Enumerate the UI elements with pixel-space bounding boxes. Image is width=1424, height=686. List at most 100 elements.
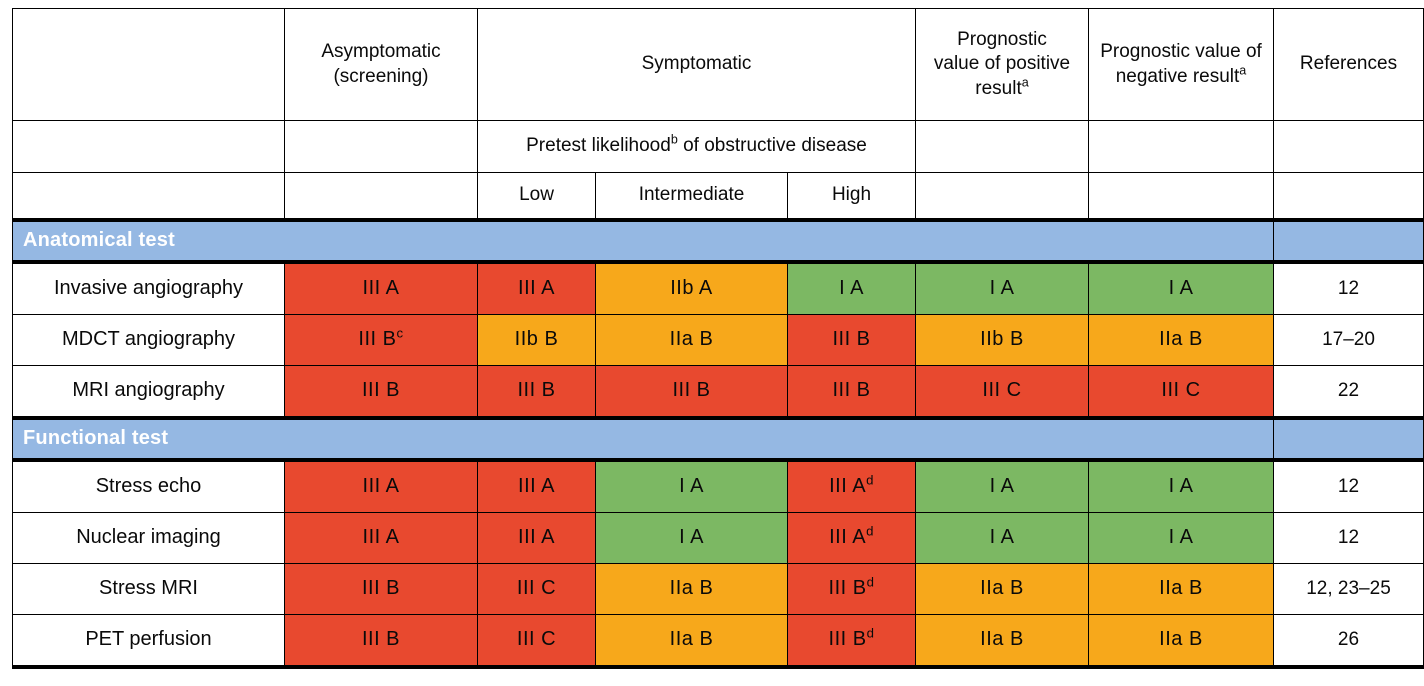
recommendation-grade-cell: III B	[787, 313, 916, 366]
header-levels-blank-negative	[1088, 172, 1274, 220]
header-row-primary: Asymptomatic (screening) Symptomatic Pro…	[12, 8, 1424, 121]
header-row-likelihood-levels: Low Intermediate High	[12, 172, 1424, 220]
grade-text: IIa B	[669, 628, 714, 650]
header-cell-prognostic-negative: Prognostic value of negative resulta	[1088, 8, 1274, 121]
recommendation-grade-cell: III Ad	[787, 459, 916, 513]
header-asymptomatic-line1: Asymptomatic	[321, 41, 441, 63]
grade-text: III A	[829, 526, 867, 548]
grade-text: IIa B	[669, 328, 714, 350]
grade-text: III A	[362, 475, 400, 497]
grade-text: IIa B	[669, 577, 714, 599]
header-pretest-blank-positive	[915, 120, 1089, 173]
recommendation-grade-cell: III C	[915, 364, 1089, 418]
section-header-row: Anatomical test	[12, 217, 1424, 264]
footnote-marker-b: b	[670, 133, 678, 148]
recommendation-grade-cell: III Ad	[787, 511, 916, 564]
section-references-spacer	[1273, 415, 1424, 462]
section-title: Functional test	[12, 415, 1274, 462]
recommendation-grade-cell: III A	[284, 261, 478, 315]
footnote-marker-d: d	[866, 574, 875, 590]
references-cell: 12	[1273, 261, 1424, 315]
footnote-marker-c: c	[396, 325, 404, 341]
references-cell: 12	[1273, 511, 1424, 564]
recommendation-grade-cell: III C	[1088, 364, 1274, 418]
grade-text: IIa B	[1159, 328, 1203, 350]
grade-text: III B	[358, 328, 397, 350]
recommendation-grade-cell: IIb B	[915, 313, 1089, 366]
test-name-cell: Stress MRI	[12, 562, 285, 615]
grade-text: I A	[989, 277, 1015, 299]
section-references-spacer	[1273, 217, 1424, 264]
header-pretest-blank-test	[12, 120, 285, 173]
footnote-marker-a-negative: a	[1239, 63, 1247, 78]
recommendation-grade-cell: IIa B	[915, 562, 1089, 615]
grade-text: IIa B	[980, 628, 1024, 650]
header-levels-blank-positive	[915, 172, 1089, 220]
grade-text: III C	[1161, 379, 1201, 401]
grade-text: III B	[828, 577, 867, 599]
footnote-marker-a-positive: a	[1021, 75, 1029, 90]
recommendation-grade-cell: I A	[595, 511, 788, 564]
references-cell: 12, 23–25	[1273, 562, 1424, 615]
recommendation-grade-cell: IIa B	[595, 613, 788, 669]
grade-text: III C	[516, 577, 557, 599]
header-cell-references: References	[1273, 8, 1424, 121]
header-references-label: References	[1299, 53, 1398, 75]
recommendation-grade-cell: IIb B	[477, 313, 596, 366]
grade-text: III B	[832, 379, 871, 401]
test-name-cell: MRI angiography	[12, 364, 285, 418]
grade-text: III A	[518, 526, 555, 548]
grade-text: III C	[982, 379, 1022, 401]
recommendation-grade-cell: III Bd	[787, 562, 916, 615]
recommendation-grade-cell: I A	[1088, 261, 1274, 315]
header-prog-neg-line1: Prognostic value of	[1100, 41, 1262, 63]
section-title: Anatomical test	[12, 217, 1274, 264]
recommendation-grade-cell: III A	[477, 459, 596, 513]
recommendation-grade-cell: III B	[477, 364, 596, 418]
footnote-marker-d: d	[866, 625, 875, 641]
recommendation-grade-cell: III Bd	[787, 613, 916, 669]
header-symptomatic-label: Symptomatic	[641, 53, 752, 75]
grade-text: III B	[832, 328, 871, 350]
grade-text: I A	[839, 277, 864, 299]
recommendation-grade-cell: I A	[915, 511, 1089, 564]
header-cell-pretest-likelihood: Pretest likelihoodb of obstructive disea…	[477, 120, 916, 173]
references-cell: 12	[1273, 459, 1424, 513]
header-levels-blank-asymptomatic	[284, 172, 478, 220]
recommendation-grade-cell: IIa B	[1088, 313, 1274, 366]
header-levels-blank-references	[1273, 172, 1424, 220]
grade-text: IIa B	[980, 577, 1024, 599]
references-cell: 22	[1273, 364, 1424, 418]
grade-text: III A	[362, 526, 400, 548]
section-header-row: Functional test	[12, 415, 1424, 462]
diagnostic-test-recommendation-table: Asymptomatic (screening) Symptomatic Pro…	[12, 8, 1424, 669]
header-row-pretest: Pretest likelihoodb of obstructive disea…	[12, 120, 1424, 173]
grade-text: I A	[679, 475, 704, 497]
grade-text: I A	[989, 526, 1015, 548]
grade-text: III A	[518, 277, 555, 299]
footnote-marker-d: d	[866, 472, 874, 488]
recommendation-grade-cell: III A	[284, 459, 478, 513]
test-name-cell: Stress echo	[12, 459, 285, 513]
test-name-cell: Nuclear imaging	[12, 511, 285, 564]
header-pretest-blank-asymptomatic	[284, 120, 478, 173]
recommendation-grade-cell: I A	[1088, 511, 1274, 564]
test-name-cell: Invasive angiography	[12, 261, 285, 315]
recommendation-grade-cell: III A	[284, 511, 478, 564]
grade-text: III B	[361, 577, 401, 599]
grade-text: I A	[1168, 526, 1194, 548]
references-cell: 17–20	[1273, 313, 1424, 366]
grade-text: IIa B	[1159, 577, 1203, 599]
footnote-marker-d: d	[866, 523, 874, 539]
recommendation-grade-cell: III C	[477, 562, 596, 615]
grade-text: III C	[516, 628, 557, 650]
recommendation-grade-cell: IIa B	[595, 562, 788, 615]
header-cell-asymptomatic: Asymptomatic (screening)	[284, 8, 478, 121]
grade-text: IIa B	[1159, 628, 1203, 650]
